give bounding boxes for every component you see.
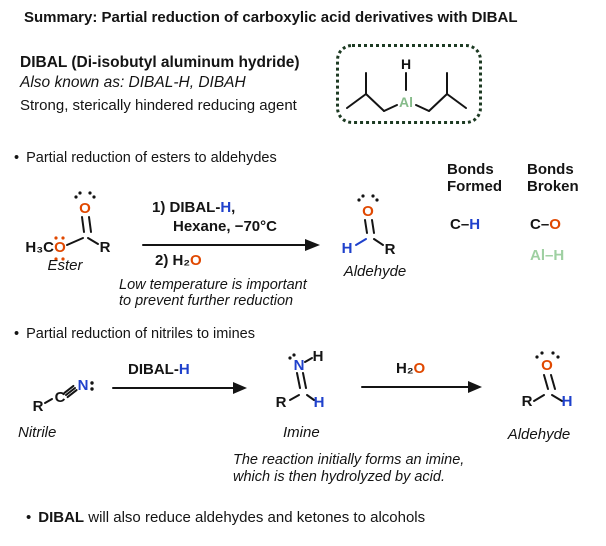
h2o-reagent: H₂O [396, 360, 426, 377]
bonds-formed-header: Bonds Formed [447, 161, 503, 195]
dibal-description: Strong, sterically hindered reducing age… [20, 97, 297, 114]
dibal-hydride-h: H [220, 199, 232, 216]
c-h-hydrogen: H [314, 394, 325, 411]
esters-heading: •Partial reduction of esters to aldehyde… [14, 150, 277, 166]
aldehyde-structure: O H R [342, 194, 396, 258]
dibal-h-reagent: DIBAL-H [128, 361, 190, 378]
ester-label: Ester [47, 257, 83, 274]
reaction-conditions-solvent: Hexane, −70°C [173, 218, 277, 235]
dibal-structure: H Al [346, 56, 467, 112]
footer-note: •DIBAL will also reduce aldehydes and ke… [26, 509, 426, 526]
carbonyl-oxygen: O [362, 203, 374, 220]
bullet-icon: • [14, 326, 20, 342]
nitrile-nitrogen: N [78, 377, 89, 394]
r-group: R [276, 394, 287, 411]
r-group: R [522, 393, 533, 410]
low-temp-note: Low temperature is important to prevent … [119, 277, 307, 309]
methyl-group: H₃C [25, 239, 54, 256]
carbonyl-oxygen: O [541, 357, 553, 374]
reaction-conditions-step1: 1) DIBAL-H, [152, 199, 236, 216]
n-h-hydrogen: H [313, 351, 324, 365]
imine-label: Imine [283, 424, 320, 441]
aldehyde-label: Aldehyde [343, 263, 407, 280]
nitrile-carbon: C [55, 389, 66, 406]
nitrile-label: Nitrile [18, 424, 57, 441]
h-atom: H [401, 56, 411, 72]
page-title: Summary: Partial reduction of carboxylic… [24, 9, 518, 26]
bonds-broken-header: Bonds Broken [527, 161, 579, 195]
reaction-arrow [142, 239, 320, 251]
reaction-arrow [361, 381, 482, 393]
water-oxygen: O [190, 252, 202, 269]
imine-structure: N H R H [276, 351, 325, 411]
nitriles-heading: •Partial reduction of nitriles to imines [14, 326, 255, 342]
nitrile-structure: R C N [33, 377, 94, 415]
r-group: R [33, 398, 44, 415]
imine-nitrogen: N [294, 357, 305, 374]
carbonyl-oxygen: O [79, 200, 91, 217]
bond-broken-al-h: Al–H [530, 247, 565, 264]
r-group: R [385, 241, 396, 258]
r-group: R [100, 239, 111, 256]
aldehyde-structure: O R H [522, 351, 573, 410]
reaction-arrow [112, 382, 247, 394]
bond-formed-c-h: C–H [450, 216, 481, 233]
bond-broken-c-o: C–O [530, 216, 561, 233]
al-atom: Al [399, 94, 413, 110]
bullet-icon: • [14, 150, 20, 166]
reaction-conditions-step2: 2) H₂O [155, 252, 202, 269]
formyl-hydrogen: H [342, 240, 353, 257]
dibal-name: DIBAL (Di-isobutyl aluminum hydride) [20, 54, 300, 71]
dibal-aka: Also known as: DIBAL-H, DIBAH [20, 74, 246, 91]
imine-hydrolysis-note: The reaction initially forms an imine, w… [233, 452, 465, 485]
dibal-structure-box: H Al [336, 44, 482, 124]
aldehyde-label: Aldehyde [507, 426, 571, 443]
ether-oxygen: O [54, 239, 66, 256]
bullet-icon: • [26, 509, 32, 526]
formyl-hydrogen: H [562, 393, 573, 410]
ester-structure: O R H₃C O [25, 191, 111, 261]
